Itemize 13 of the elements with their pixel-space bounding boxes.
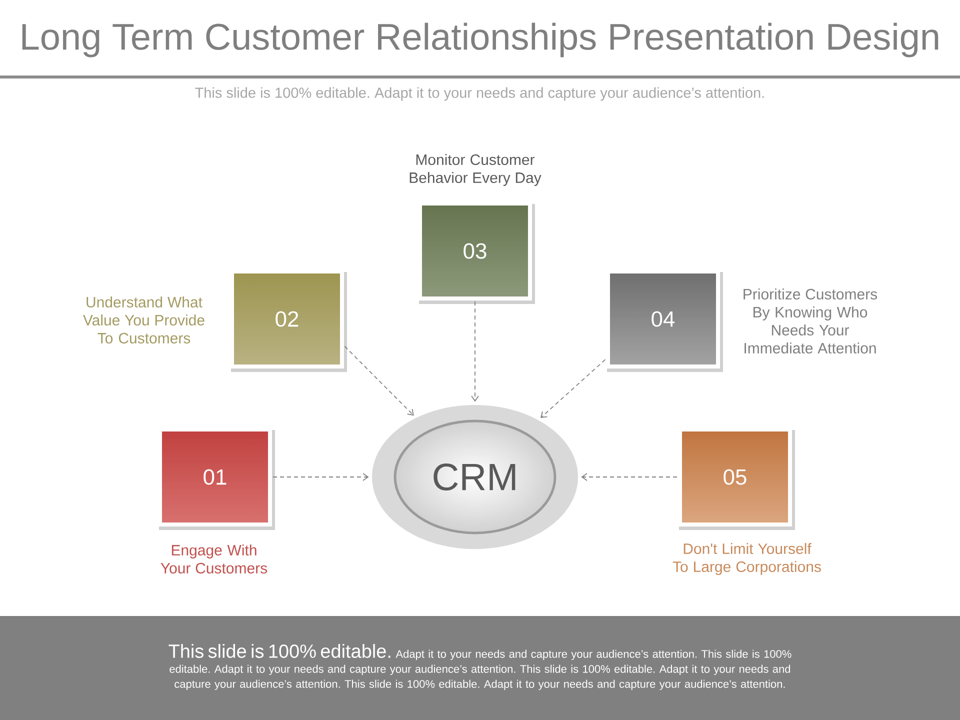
subtitle: This slide is 100% editable. Adapt it to your needs and capture your audience’s attention. bbox=[195, 87, 764, 101]
caption-text: Understand What Value You Provide To Customers bbox=[83, 296, 204, 344]
numbered-box: 03 bbox=[418, 202, 535, 304]
numbered-box: 01 bbox=[158, 428, 275, 530]
numbered-box: 05 bbox=[678, 428, 795, 530]
numbered-box: 04 bbox=[606, 270, 723, 372]
caption-text: Engage With Your Customers bbox=[160, 544, 268, 574]
caption-text: Don't Limit Yourself To Large Corporations bbox=[672, 543, 821, 575]
title: Long Term Customer Relationships Presentation Design bbox=[22, 22, 938, 58]
numbered-box: 02 bbox=[230, 270, 347, 372]
caption-text: Prioritize Customers By Knowing Who Needs Your Immediate Attention bbox=[744, 288, 878, 354]
footer-text: This slide is 100% editable. Adapt it to your needs and capture your audience’s attention. This slide is 100% editable. Adapt it to your needs and capture your audience’s attention. This slide is 100% editable. Adapt it to your needs and capture your audience’s attention. This slide is 100% editable. Adapt it to your needs and capture your audience’s attention. bbox=[168, 644, 792, 690]
caption-text: Monitor Customer Behavior Every Day bbox=[410, 154, 542, 186]
